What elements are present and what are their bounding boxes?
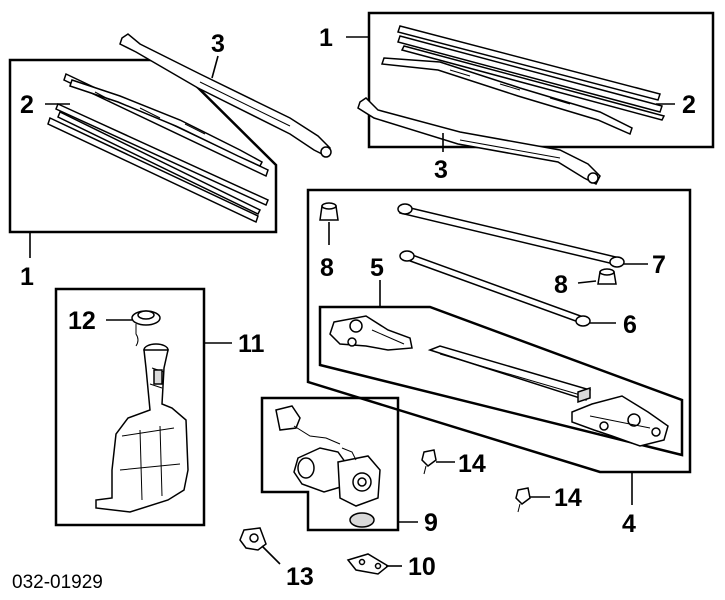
callout-8-top: 8: [320, 254, 334, 282]
wiper-motor: [275, 405, 381, 528]
callout-11: 11: [238, 330, 265, 358]
linkage-bar: [427, 345, 592, 404]
blade-assembly-left-box: [8, 58, 278, 258]
mounting-plate: [346, 553, 390, 575]
callout-13: 13: [286, 563, 314, 591]
link-rod-upper: [397, 203, 625, 268]
leader-8-mid: [577, 280, 597, 284]
callout-14-b: 14: [554, 484, 582, 512]
callout-6: 6: [623, 311, 637, 339]
callout-2-left: 2: [20, 91, 34, 119]
linkage-frame-box: [318, 280, 684, 457]
callout-8-mid: 8: [554, 271, 568, 299]
clip-a: [421, 449, 437, 475]
callout-9: 9: [424, 509, 438, 537]
callout-3-right: 3: [434, 156, 448, 184]
callout-4: 4: [622, 510, 636, 538]
callout-10: 10: [408, 553, 436, 581]
leader-3-left: [211, 55, 219, 79]
wiper-blade-right: [380, 25, 666, 136]
callout-7: 7: [652, 251, 666, 279]
callout-2-right: 2: [682, 91, 696, 119]
callout-1-left: 1: [20, 263, 34, 291]
motor-bracket: [571, 395, 669, 447]
callout-3-left: 3: [211, 30, 225, 58]
wiper-arm-left: [119, 33, 332, 158]
diagram-code-label: 032-01929: [12, 572, 103, 593]
leader-13: [261, 545, 281, 565]
bushing-upper: [319, 202, 339, 221]
clip-b: [515, 487, 531, 513]
washer-tank-box: [54, 287, 232, 527]
wiper-motor-box: [260, 396, 418, 532]
wiper-blade-left: [47, 72, 269, 224]
linkage-assembly-box: [306, 188, 692, 505]
link-rod-lower: [399, 250, 591, 327]
callout-12: 12: [68, 307, 96, 335]
callout-1-right: 1: [319, 24, 333, 52]
pivot-assembly: [329, 315, 413, 351]
callout-5: 5: [370, 254, 384, 282]
motor-connector-clip: [239, 527, 267, 551]
wiper-arm-right: [357, 97, 601, 186]
callout-14-a: 14: [458, 450, 486, 478]
bushing-lower: [597, 268, 617, 285]
washer-cap: [131, 310, 161, 347]
washer-tank: [95, 343, 189, 513]
